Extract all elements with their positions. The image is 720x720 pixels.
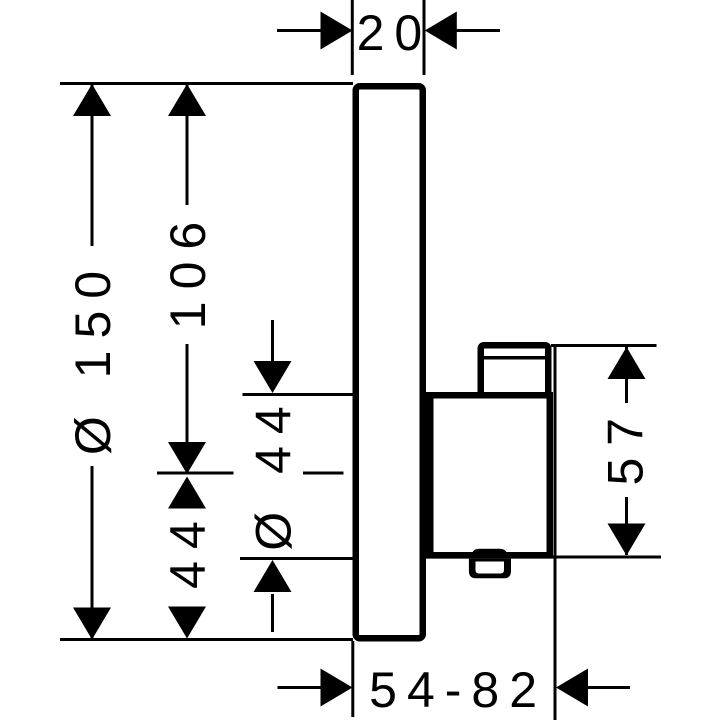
svg-text:54-82: 54-82 bbox=[369, 662, 547, 718]
svg-text:44: 44 bbox=[160, 509, 216, 589]
svg-text:57: 57 bbox=[598, 406, 654, 486]
svg-text:Ø 150: Ø 150 bbox=[65, 259, 121, 455]
svg-text:20: 20 bbox=[357, 5, 433, 61]
svg-text:Ø 44: Ø 44 bbox=[246, 394, 302, 550]
svg-text:106: 106 bbox=[160, 210, 216, 329]
